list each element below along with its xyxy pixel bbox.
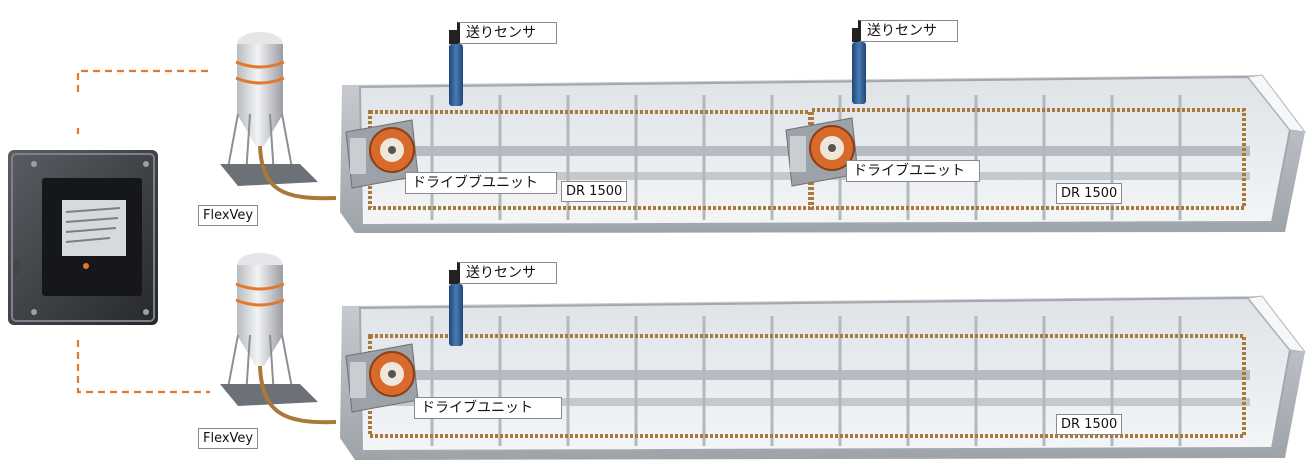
silo-upper: [220, 32, 337, 201]
label-flexvey-upper: FlexVey: [198, 205, 259, 226]
control-panel: [8, 150, 158, 325]
drive-unit-upper-left: [345, 119, 419, 189]
drive-unit-upper-right: [785, 117, 859, 187]
control-panel-logo: [83, 263, 89, 269]
label-feed-sensor-2: 送りセンサ: [858, 20, 958, 42]
connector-lower: [76, 340, 210, 394]
label-flexvey-lower: FlexVey: [198, 428, 259, 449]
label-drive-unit-2: ドライブユニット: [846, 160, 980, 182]
feed-sensor-2: [852, 28, 866, 104]
label-model-2: DR 1500: [1056, 183, 1123, 204]
label-drive-unit-1: ドライブブユニット: [405, 172, 557, 194]
feed-sensor-1: [449, 30, 463, 106]
control-connections: [76, 69, 210, 394]
feed-pipe-upper: [258, 145, 337, 201]
label-model-3: DR 1500: [1056, 414, 1123, 435]
feed-pipe-lower: [258, 365, 337, 425]
drive-unit-lower: [345, 343, 419, 413]
label-feed-sensor-1: 送りセンサ: [457, 22, 557, 44]
feeding-pit-lower: [340, 295, 1307, 460]
label-model-1: DR 1500: [561, 181, 628, 202]
label-feed-sensor-3: 送りセンサ: [457, 262, 557, 284]
silo-lower: [220, 253, 337, 425]
feed-sensor-3: [449, 270, 463, 346]
connector-upper: [76, 69, 210, 92]
label-drive-unit-3: ドライブユニット: [414, 397, 562, 419]
